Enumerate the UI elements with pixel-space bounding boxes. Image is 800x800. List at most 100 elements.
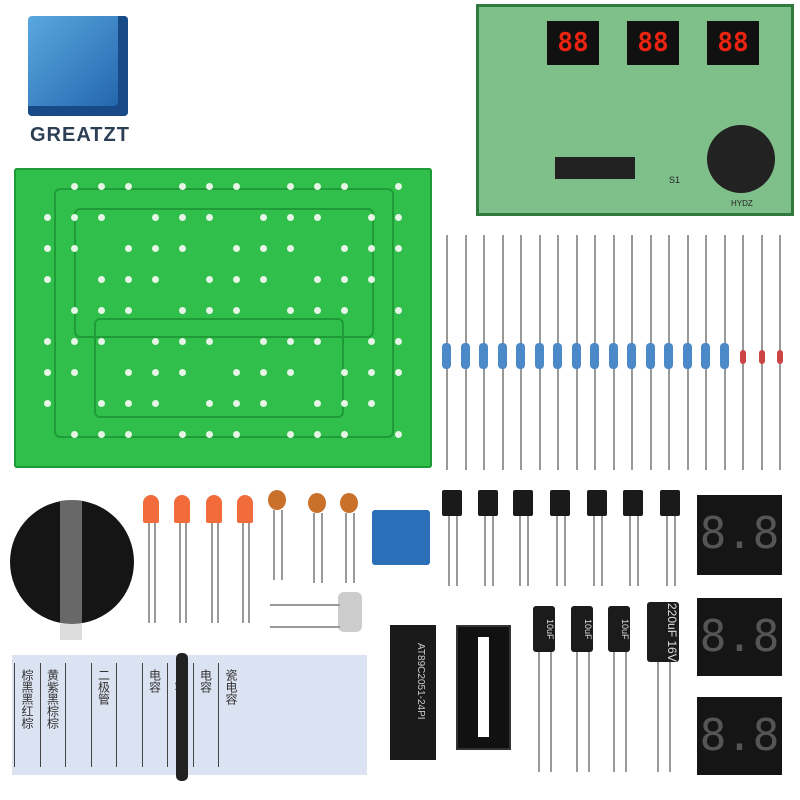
pcb-hole <box>395 183 402 190</box>
resistor <box>627 235 636 470</box>
pcb-hole <box>125 276 132 283</box>
resistor <box>701 235 710 470</box>
pcb-hole <box>206 400 213 407</box>
pcb-hole <box>152 276 159 283</box>
board-switch-label: S1 <box>669 175 681 185</box>
rubber-band <box>176 653 188 781</box>
pcb-hole <box>341 431 348 438</box>
pcb-hole <box>179 183 186 190</box>
pcb-hole <box>341 369 348 376</box>
seven-segment-display: 8.8 <box>697 495 782 575</box>
resistor <box>553 235 562 470</box>
pcb-hole <box>341 183 348 190</box>
pcb-hole <box>44 245 51 252</box>
label-column: 电容 <box>141 663 167 767</box>
pcb-hole <box>206 276 213 283</box>
coin-battery-holder <box>10 500 134 640</box>
resistor <box>719 235 729 470</box>
pcb-hole <box>260 214 267 221</box>
pcb-hole <box>341 307 348 314</box>
pcb-hole <box>395 431 402 438</box>
electrolytic-capacitor: 10uF <box>608 606 630 652</box>
label-column <box>116 663 141 767</box>
pcb-hole <box>98 307 105 314</box>
pcb-hole <box>125 369 132 376</box>
transistor <box>442 490 462 516</box>
pcb-hole <box>44 369 51 376</box>
pcb-hole <box>179 338 186 345</box>
component-label-sheet: 棕黑黑红棕黄紫黑棕棕二极管电容电容电容瓷电容 <box>12 655 367 775</box>
pcb-hole <box>341 400 348 407</box>
pcb-hole <box>314 183 321 190</box>
pcb-hole <box>314 338 321 345</box>
pcb-hole <box>44 338 51 345</box>
pcb-hole <box>71 369 78 376</box>
transistor <box>660 490 680 516</box>
pcb-hole <box>125 431 132 438</box>
pcb-hole <box>44 400 51 407</box>
pcb-hole <box>98 338 105 345</box>
pcb-hole <box>260 245 267 252</box>
label-column: 二极管 <box>90 663 116 767</box>
seven-segment-display: 8.8 <box>697 598 782 676</box>
pcb-hole <box>179 369 186 376</box>
diode <box>777 235 783 470</box>
pcb-hole <box>206 307 213 314</box>
led <box>237 495 253 523</box>
assembled-clock-board: 88 88 88 S1 HYDZ <box>476 4 794 216</box>
pcb-hole <box>71 214 78 221</box>
label-column: 黄紫黑棕棕 <box>39 663 65 767</box>
pcb-hole <box>179 245 186 252</box>
transistor <box>587 490 607 516</box>
pcb-hole <box>233 369 240 376</box>
resistor <box>664 235 673 470</box>
ceramic-capacitor <box>340 493 358 513</box>
diode <box>740 235 746 470</box>
pcb-hole <box>260 369 267 376</box>
resistor <box>460 235 470 470</box>
pcb-hole <box>206 431 213 438</box>
pcb-hole <box>152 369 159 376</box>
label-column: 电容 <box>192 663 218 767</box>
ceramic-capacitor <box>268 490 286 510</box>
pcb-hole <box>125 400 132 407</box>
pcb-hole <box>152 245 159 252</box>
pcb-hole <box>395 245 402 252</box>
pcb-hole <box>287 369 294 376</box>
pcb-hole <box>98 214 105 221</box>
board-display-1: 88 <box>547 21 599 65</box>
label-column: 瓷电容 <box>218 663 243 767</box>
board-chip <box>555 157 635 179</box>
pcb-hole <box>287 431 294 438</box>
resistor <box>571 235 581 470</box>
pcb-hole <box>125 307 132 314</box>
led <box>174 495 190 523</box>
transistor <box>623 490 643 516</box>
resistor <box>442 235 451 470</box>
pcb-hole <box>368 214 375 221</box>
resistor <box>534 235 544 470</box>
pcb-hole <box>98 183 105 190</box>
pcb-hole <box>233 400 240 407</box>
pcb-hole <box>395 307 402 314</box>
pcb-hole <box>44 276 51 283</box>
ic-socket <box>456 625 511 750</box>
brand-name: GREATZT <box>30 124 130 146</box>
electrolytic-capacitor: 10uF <box>571 606 593 652</box>
pcb-hole <box>314 431 321 438</box>
pcb-hole <box>260 400 267 407</box>
microcontroller-chip: AT89C2051-24PI <box>390 625 436 760</box>
resistor <box>590 235 599 470</box>
pcb-hole <box>260 338 267 345</box>
pcb-hole <box>152 400 159 407</box>
transistor <box>478 490 498 516</box>
pcb-hole <box>233 276 240 283</box>
pcb-hole <box>368 245 375 252</box>
led <box>143 495 159 523</box>
pcb-hole <box>395 369 402 376</box>
pcb-hole <box>287 307 294 314</box>
resistor <box>479 235 488 470</box>
pcb-hole <box>233 431 240 438</box>
led <box>206 495 222 523</box>
pcb-hole <box>71 338 78 345</box>
